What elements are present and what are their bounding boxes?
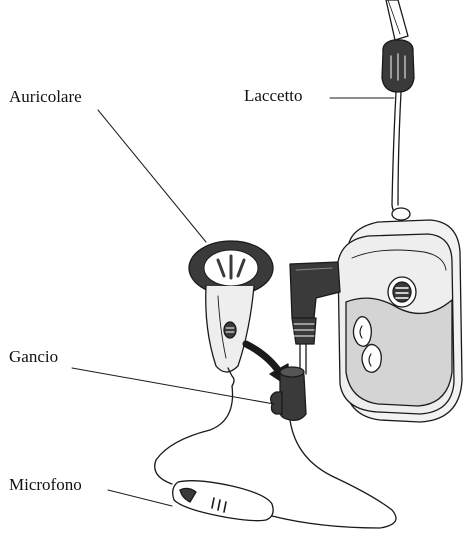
earphone [188, 240, 274, 387]
leader-lines [71, 97, 395, 507]
label-microphone: Microfono [9, 475, 82, 494]
leader-earphone [97, 109, 207, 243]
clip [270, 366, 307, 422]
label-earphone: Auricolare [9, 87, 82, 106]
label-clip: Gancio [9, 347, 59, 366]
main-unit [337, 219, 463, 423]
microphone [172, 480, 274, 522]
cables [154, 385, 397, 529]
plug-connector [289, 261, 341, 375]
label-lanyard: Laccetto [244, 86, 303, 105]
leader-clip [71, 367, 275, 405]
leader-microphone [107, 489, 173, 507]
attach-arrow [242, 340, 282, 374]
lanyard [381, 0, 415, 221]
